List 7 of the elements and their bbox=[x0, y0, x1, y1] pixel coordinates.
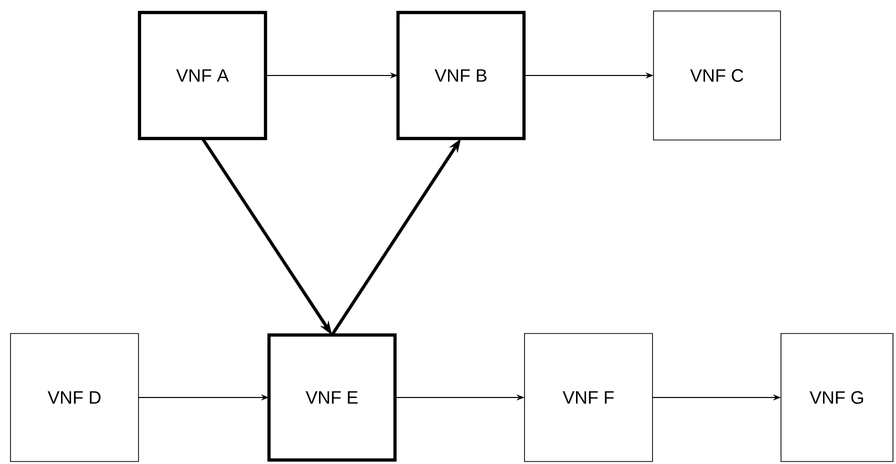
process-box: VNF C bbox=[653, 10, 781, 140]
process-box: VNF B bbox=[396, 10, 526, 140]
process-box: VNF E bbox=[267, 333, 397, 462]
process-box: VNF G bbox=[780, 333, 894, 462]
process-box: VNF F bbox=[524, 333, 653, 462]
process-box: VNF D bbox=[10, 333, 139, 462]
process-box: VNF A bbox=[138, 10, 268, 140]
